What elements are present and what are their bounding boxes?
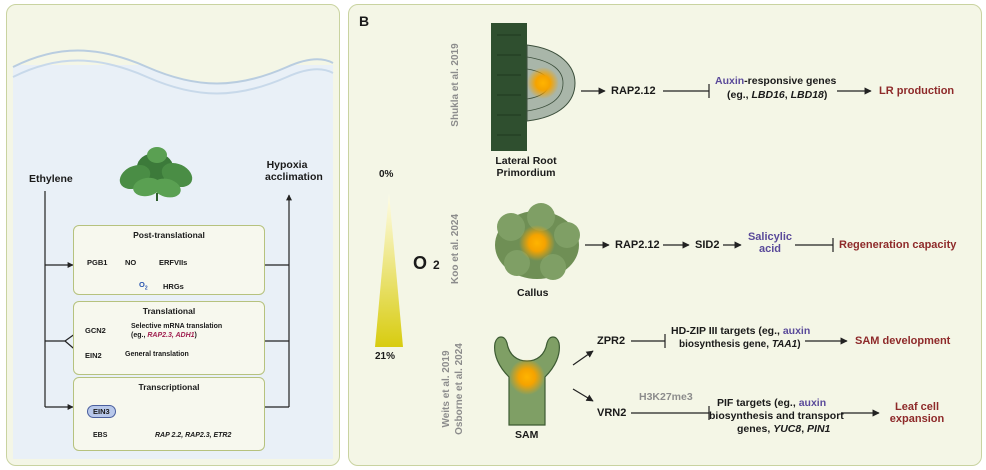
row3-vrn2: VRN2 bbox=[597, 407, 627, 419]
oxygen-bottom-label: 21% bbox=[375, 351, 396, 362]
panel-b-label: B bbox=[359, 13, 370, 29]
row3-zpr2: ZPR2 bbox=[597, 335, 626, 347]
panel-a: A bbox=[6, 4, 340, 466]
ein2-label: EIN2 bbox=[85, 351, 102, 360]
no-label: NO bbox=[125, 258, 137, 267]
callus-icon bbox=[495, 203, 580, 280]
row3-h3k27me3: H3K27me3 bbox=[639, 391, 693, 403]
oxygen-label: O2 bbox=[139, 280, 148, 292]
transcriptional-genes-label: RAP 2.2, RAP2.3, ETR2 bbox=[155, 432, 232, 439]
row3-pif-line3: genes, YUC8, PIN1 bbox=[737, 423, 831, 435]
panel-b-graphics bbox=[375, 23, 880, 426]
gcn2-label: GCN2 bbox=[85, 326, 106, 335]
oxygen-top-label: 0% bbox=[379, 169, 394, 180]
row1-target-line2: (eg., LBD16, LBD18) bbox=[727, 89, 828, 101]
pgb1-label: PGB1 bbox=[87, 258, 108, 267]
translational-box: Translational bbox=[73, 301, 265, 375]
panel-b: B bbox=[348, 4, 982, 466]
translational-title: Translational bbox=[142, 306, 196, 316]
ein3-label: EIN3 bbox=[87, 405, 116, 418]
transcriptional-title: Transcriptional bbox=[138, 382, 200, 392]
ethylene-label: Ethylene bbox=[29, 173, 73, 185]
post-translational-box: Post-translational bbox=[73, 225, 265, 295]
row3-pif-line1: PIF targets (eg., auxin bbox=[717, 397, 827, 409]
sam-icon bbox=[494, 336, 560, 426]
ebs-label: EBS bbox=[93, 432, 108, 439]
water-surface-wave bbox=[12, 49, 334, 85]
lateral-root-primordium-icon bbox=[491, 23, 576, 151]
row3-hdzip-line2: biosynthesis gene, TAA1) bbox=[679, 339, 801, 350]
selective-translation-label: Selective mRNA translation bbox=[131, 323, 223, 330]
erfvii-label: ERFVIIs bbox=[159, 258, 188, 267]
row2-outcome: Regeneration capacity bbox=[839, 239, 957, 251]
row3-hdzip-line1: HD-ZIP III targets (eg., auxin bbox=[671, 325, 811, 337]
row1-target-line1: Auxin-responsive genes bbox=[715, 75, 837, 87]
row2-sid2: SID2 bbox=[695, 239, 720, 251]
oxygen-gradient-triangle bbox=[375, 193, 403, 347]
hrgs-label: HRGs bbox=[163, 282, 184, 291]
plant-rosette-icon bbox=[119, 147, 193, 201]
row1-rap212: RAP2.12 bbox=[611, 85, 656, 97]
general-translation-label: General translation bbox=[125, 351, 189, 358]
row3-outcome-sam-development: SAM development bbox=[855, 335, 951, 347]
post-translational-title: Post-translational bbox=[133, 230, 205, 240]
selective-translation-examples: (eg., RAP2.3, ADH1) bbox=[131, 332, 197, 339]
sam-label: SAM bbox=[515, 429, 539, 441]
row3-pif-line2: biosynthesis and transport bbox=[709, 410, 844, 422]
row2-rap212: RAP2.12 bbox=[615, 239, 660, 251]
row1-outcome: LR production bbox=[879, 85, 955, 97]
callus-label: Callus bbox=[517, 287, 549, 299]
